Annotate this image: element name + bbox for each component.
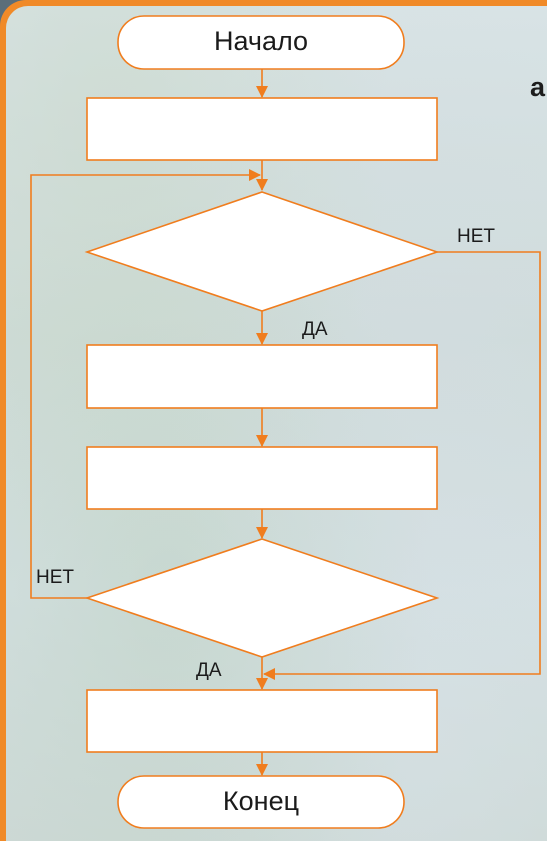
process-box-1 xyxy=(86,97,438,161)
process-box-3 xyxy=(86,446,438,510)
process-box-4 xyxy=(86,689,438,753)
yes-label-bottom: ДА xyxy=(196,660,222,681)
yes-label-top: ДА xyxy=(302,319,328,340)
decision-diamond-2 xyxy=(84,538,440,658)
start-terminator xyxy=(117,15,405,70)
end-label: Конец xyxy=(222,786,300,816)
no-label-top: НЕТ xyxy=(457,226,495,247)
process-box-2 xyxy=(86,344,438,409)
stray-letter: а xyxy=(530,72,546,102)
no-branch-line xyxy=(263,251,541,680)
start-label: Начало xyxy=(213,26,309,56)
no-label-bottom: НЕТ xyxy=(36,567,74,588)
loop-back-line xyxy=(30,169,261,599)
end-terminator xyxy=(117,775,405,829)
decision-diamond-1 xyxy=(84,191,440,312)
